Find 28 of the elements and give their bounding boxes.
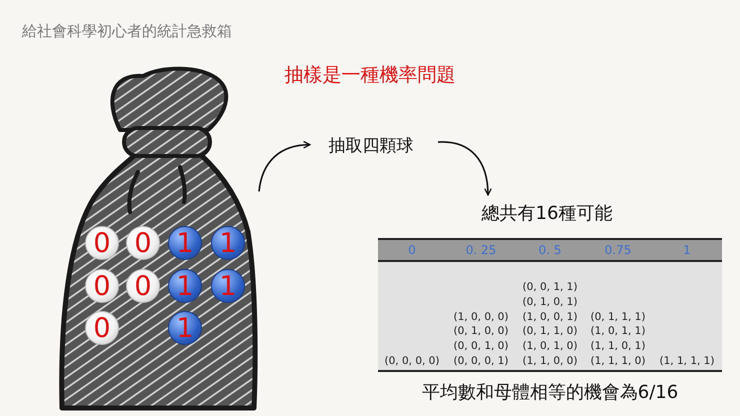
column-header: 1 (682, 243, 692, 257)
table-cell-text: (0, 1, 1, 0) (522, 325, 578, 338)
table-cell-text: (1, 0, 1, 0) (522, 340, 578, 352)
curved-arrow (438, 141, 492, 196)
step-text: 抽取四顆球 (316, 133, 426, 159)
table-cell-text: (0, 0, 1, 0) (452, 340, 510, 352)
table-cell-text: (0, 1, 1, 1) (590, 310, 646, 323)
table-cell-text: (1, 0, 0, 1) (522, 310, 578, 323)
conclusion-text: 平均數和母體相等的機會為6/16 (420, 381, 680, 404)
table-cell-text: (0, 0, 1, 1) (522, 281, 578, 293)
table-cell-text: (1, 1, 1, 0) (590, 355, 646, 367)
table-cell-text: (0, 1, 0, 1) (522, 296, 578, 308)
table-cell-text: (1, 0, 1, 1) (590, 325, 646, 338)
table-cell-text: (1, 0, 0, 0) (452, 310, 510, 323)
column-header: 0 (407, 243, 417, 257)
step-text: 總共有16種可能 (472, 200, 622, 228)
table-cell-text: (1, 1, 1, 1) (658, 355, 716, 367)
table-cell-text: (0, 0, 0, 1) (452, 355, 510, 367)
table-cell-text: (0, 1, 0, 0) (452, 325, 510, 338)
table-cell-text: (0, 0, 0, 0) (384, 355, 440, 367)
headline-text: 抽樣是一種機率問題 (284, 63, 456, 88)
table-cell-text: (1, 1, 0, 1) (590, 340, 646, 352)
curved-arrow (258, 141, 311, 192)
slide-title: 給社會科學初心者的統計急救箱 (22, 22, 232, 41)
column-header: 0. 5 (538, 243, 562, 257)
table-cell-text: (1, 1, 0, 0) (522, 355, 578, 367)
column-header: 0. 25 (464, 243, 498, 257)
column-header: 0.75 (604, 243, 632, 257)
